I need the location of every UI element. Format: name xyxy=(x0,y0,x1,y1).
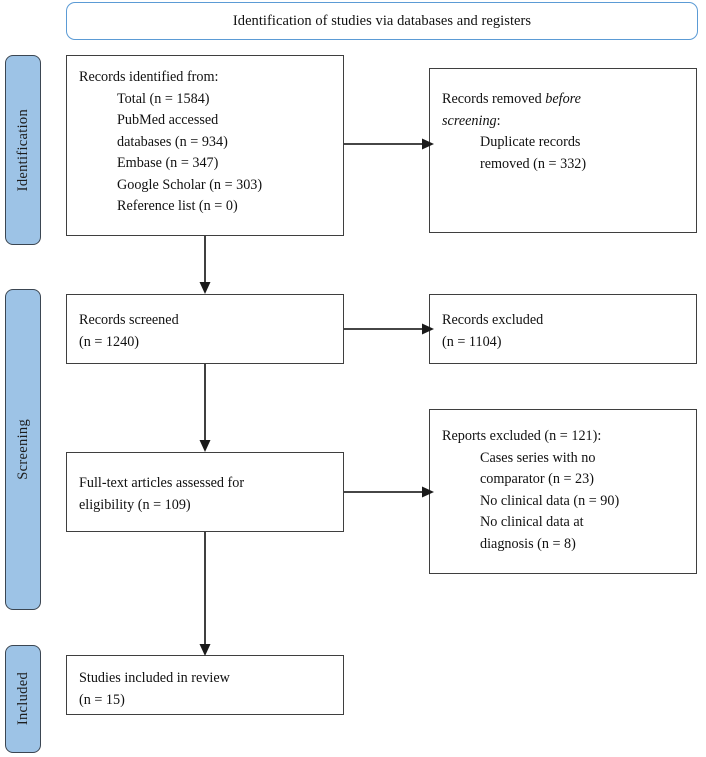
box-records-identified: Records identified from: Total (n = 1584… xyxy=(66,55,344,236)
box-records-excluded: Records excluded (n = 1104) xyxy=(429,294,697,364)
fulltext-assessed-line2: eligibility (n = 109) xyxy=(79,496,191,513)
reports-excluded-item-no-clinical-data: No clinical data (n = 90) xyxy=(480,492,620,509)
records-removed-item-duplicate-2: removed (n = 332) xyxy=(480,155,587,172)
records-identified-item-embase: Embase (n = 347) xyxy=(117,155,219,172)
records-excluded-line1: Records excluded xyxy=(442,312,544,328)
connector-screened-to-fulltext xyxy=(197,364,213,454)
records-removed-title: Records removed before screening: xyxy=(442,89,638,132)
connector-fulltext-to-included xyxy=(197,532,213,658)
records-removed-title-suffix: : xyxy=(496,112,501,129)
reports-excluded-item-no-clinical-data-at-2: diagnosis (n = 8) xyxy=(480,535,576,552)
records-screened-line1: Records screened xyxy=(79,312,179,328)
records-removed-title-plain: Records removed xyxy=(442,91,546,107)
records-removed-title-italic: before screening xyxy=(442,91,581,129)
connector-fulltext-to-reports-excluded xyxy=(344,484,436,500)
records-removed-item-duplicate-1: Duplicate records xyxy=(480,134,581,151)
stage-label-screening: Screening xyxy=(5,289,41,610)
connector-identified-to-screened xyxy=(197,236,213,296)
box-studies-included: Studies included in review (n = 15) xyxy=(66,655,344,715)
studies-included-line1: Studies included in review xyxy=(79,670,230,686)
stage-label-identification-text: Identification xyxy=(14,108,31,192)
reports-excluded-item-no-clinical-data-at-1: No clinical data at xyxy=(480,514,584,531)
records-screened-line2: (n = 1240) xyxy=(79,333,140,350)
box-fulltext-assessed: Full-text articles assessed for eligibil… xyxy=(66,452,344,532)
reports-excluded-item-case-series-2: comparator (n = 23) xyxy=(480,471,594,488)
records-identified-item-google-scholar: Google Scholar (n = 303) xyxy=(117,176,263,193)
phase-banner-identification: Identification of studies via databases … xyxy=(66,2,698,40)
reports-excluded-title: Reports excluded (n = 121): xyxy=(442,428,602,444)
reports-excluded-item-case-series-1: Cases series with no xyxy=(480,449,596,466)
stage-label-identification: Identification xyxy=(5,55,41,245)
records-identified-item-pubmed-1: PubMed accessed xyxy=(117,112,219,129)
records-identified-item-pubmed-2: databases (n = 934) xyxy=(117,133,228,150)
stage-label-included-text: Included xyxy=(14,672,31,726)
phase-banner-label: Identification of studies via databases … xyxy=(232,12,532,29)
records-identified-item-total: Total (n = 1584) xyxy=(117,90,210,107)
connector-identified-to-removed xyxy=(344,136,436,152)
box-reports-excluded: Reports excluded (n = 121): Cases series… xyxy=(429,409,697,574)
box-records-removed: Records removed before screening: Duplic… xyxy=(429,68,697,233)
records-identified-title: Records identified from: xyxy=(79,69,219,85)
connector-screened-to-excluded xyxy=(344,321,436,337)
fulltext-assessed-line1: Full-text articles assessed for xyxy=(79,475,245,491)
stage-label-screening-text: Screening xyxy=(14,419,31,480)
records-excluded-line2: (n = 1104) xyxy=(442,333,502,350)
studies-included-line2: (n = 15) xyxy=(79,691,125,708)
box-records-screened: Records screened (n = 1240) xyxy=(66,294,344,364)
records-identified-item-reference-list: Reference list (n = 0) xyxy=(117,198,238,215)
stage-label-included: Included xyxy=(5,645,41,753)
